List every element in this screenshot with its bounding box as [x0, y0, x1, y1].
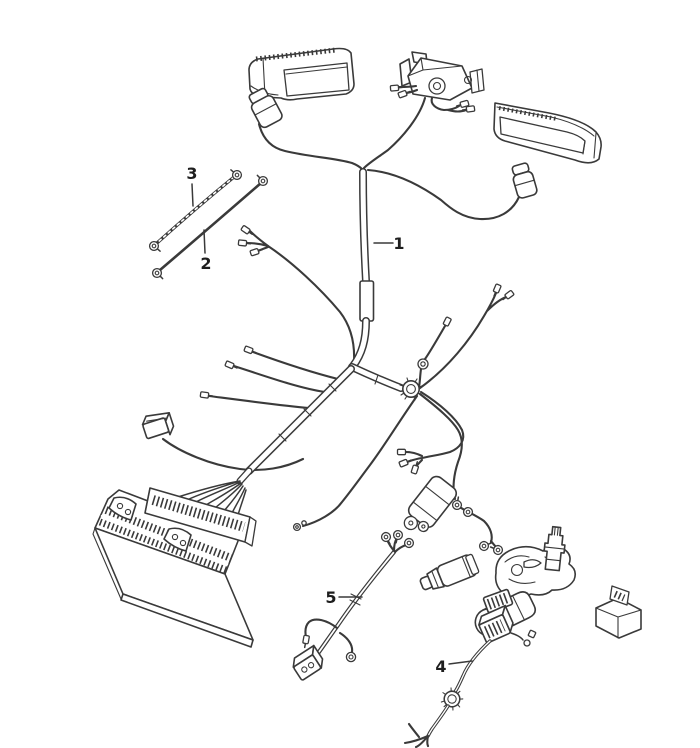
spade-terminal	[398, 456, 413, 468]
bulb-socket-left	[248, 87, 283, 129]
control-unit	[92, 489, 254, 648]
spade-terminal	[199, 390, 214, 400]
two-pin-connector	[292, 644, 324, 681]
auxiliary-harness	[292, 536, 408, 681]
inline-connector-block	[141, 412, 175, 440]
callout-4-number: 4	[435, 657, 446, 676]
callout-2-number: 2	[200, 254, 211, 273]
wire-fork	[403, 722, 430, 748]
harness-grommet	[399, 377, 423, 401]
callout-4: 4	[435, 657, 473, 676]
ring-terminal	[253, 171, 270, 188]
callout-3: 3	[186, 164, 198, 207]
spade-terminal	[249, 246, 264, 257]
multipin-connector-strip	[144, 487, 257, 547]
molded-trim-left	[248, 47, 355, 101]
harness-grommet	[438, 685, 466, 713]
motor-harness-connector	[478, 604, 514, 644]
callout-2-leader	[203, 229, 206, 254]
ring-terminal	[488, 542, 505, 557]
ring-terminal	[292, 522, 302, 532]
callout-3-leader	[191, 183, 194, 207]
spade-terminal	[500, 289, 515, 303]
callout-2: 2	[200, 229, 212, 273]
round-connector	[345, 651, 357, 663]
ring-terminal	[147, 239, 164, 256]
spade-terminal	[396, 448, 411, 456]
bracket-lens	[428, 77, 446, 95]
motor-harness	[403, 604, 537, 748]
callout-1: 1	[373, 234, 405, 253]
ring-terminal	[391, 528, 405, 545]
ring-terminal	[150, 266, 167, 283]
callout-5: 5	[325, 588, 363, 607]
spade-terminal	[240, 224, 255, 238]
mounting-tab	[163, 527, 192, 552]
molded-trim-right	[493, 102, 602, 164]
bulb-socket-right	[511, 162, 538, 199]
lamp-bracket	[399, 51, 485, 101]
jumper-cable-plain	[158, 181, 263, 272]
spade-terminal	[389, 83, 404, 92]
main-harness-trunk	[177, 168, 429, 516]
wire-bead	[301, 520, 307, 526]
spade-terminal	[237, 239, 252, 248]
callout-5-number: 5	[325, 588, 336, 607]
jumper-cable-striped	[155, 175, 236, 245]
callout-1-number: 1	[393, 234, 404, 253]
ring-terminal	[379, 530, 395, 547]
relay-cylinder	[403, 475, 458, 533]
spade-terminal	[301, 634, 311, 649]
motor-bracket	[595, 585, 642, 639]
mounting-tab	[108, 496, 137, 521]
ring-terminal	[399, 536, 416, 552]
callout-3-number: 3	[186, 164, 197, 183]
small-grommet	[417, 358, 429, 370]
terminals	[147, 83, 515, 649]
callout-4-leader	[448, 660, 473, 665]
bracket-hole	[463, 75, 473, 85]
motor-shaft	[543, 525, 566, 572]
trunk-sleeve	[359, 280, 375, 322]
fuse-barrel	[419, 553, 480, 591]
harness-branch-wires	[161, 84, 521, 550]
spade-terminal	[490, 283, 502, 298]
line-art-layer: 1 2 3 4 5	[92, 47, 642, 748]
